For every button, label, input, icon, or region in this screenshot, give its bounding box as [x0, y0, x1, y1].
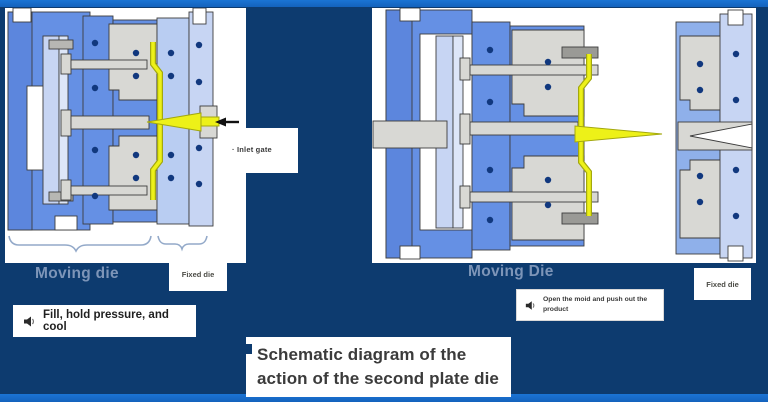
open-caption-text: Open the moid and push out the product	[543, 296, 648, 313]
molten-material	[146, 42, 220, 200]
open-caption-box: Open the moid and push out the product	[516, 289, 664, 321]
inlet-gate-label-box: · Inlet gate	[225, 128, 298, 173]
title-box: Schematic diagram of the action of the s…	[246, 337, 511, 397]
bottom-accent-bar	[0, 394, 768, 402]
right-die-diagram	[372, 8, 753, 262]
bolt-dots-left	[91, 39, 203, 200]
fill-caption-box: Fill, hold pressure, and cool	[13, 305, 196, 337]
fill-caption-text: Fill, hold pressure, and cool	[43, 309, 169, 333]
title-line-1: Schematic diagram of the	[257, 345, 467, 364]
moving-die-label-left: Moving die	[35, 265, 119, 282]
fixed-die-assembly-open	[675, 9, 753, 262]
ejected-product	[574, 54, 663, 216]
fixed-die-label-left-box: Fixed die	[169, 258, 227, 291]
speaker-icon	[24, 316, 34, 326]
fixed-die-label-left: Fixed die	[181, 270, 215, 279]
moving-die-assembly-open	[372, 8, 599, 260]
left-die-diagram	[7, 8, 239, 253]
bolt-dots-right	[486, 46, 740, 224]
moving-die-label-right: Moving Die	[468, 263, 554, 280]
speaker-icon	[525, 300, 535, 310]
moving-die-assembly	[7, 8, 158, 231]
fixed-die-label-right: Fixed die	[706, 279, 739, 289]
inlet-gate-arrow	[215, 117, 239, 127]
top-accent-bar	[0, 0, 768, 7]
title-corner-notch	[246, 344, 252, 354]
title-line-2: action of the second plate die	[257, 369, 499, 388]
inlet-gate-label: · Inlet gate	[232, 145, 272, 154]
fixed-die-label-right-box: Fixed die	[694, 268, 751, 300]
underbraces	[8, 235, 208, 253]
